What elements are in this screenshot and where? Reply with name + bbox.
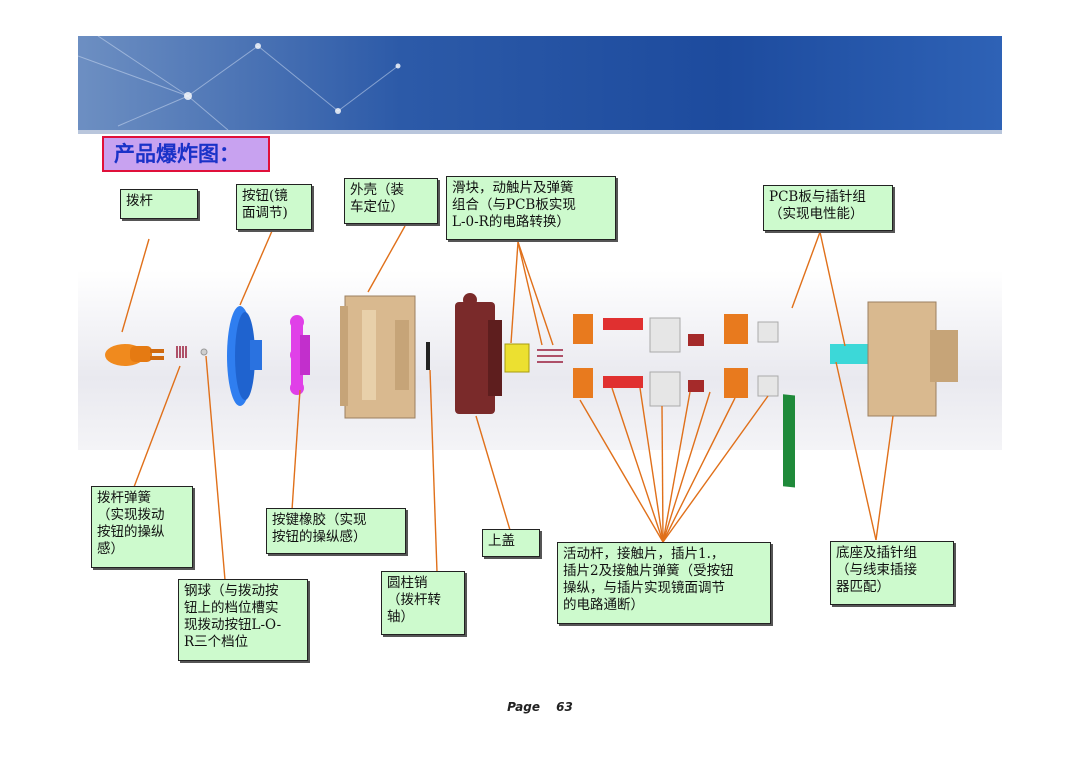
- steel-ball-part: [200, 348, 208, 356]
- label-base: 底座及插针组 （与线束插接 器匹配）: [830, 541, 954, 605]
- label-steel-ball: 钢球（与拨动按 钮上的档位槽实 现拨动按钮L-O- R三个档位: [178, 579, 308, 661]
- pcb-part: [783, 394, 795, 488]
- page-number: 63: [556, 700, 573, 714]
- pin-part: [426, 342, 430, 370]
- label-cover: 上盖: [482, 529, 540, 557]
- page-footer: Page 63: [0, 700, 1080, 714]
- label-rubber: 按键橡胶（实现 按钮的操纵感）: [266, 508, 406, 554]
- button-part: [227, 306, 262, 406]
- contact-group: [573, 314, 779, 407]
- rubber-part: [290, 315, 310, 395]
- spring-small: [176, 346, 187, 358]
- label-pin: 圆柱销 （拨杆转 轴）: [381, 571, 465, 635]
- label-lever: 拨杆: [120, 189, 198, 219]
- label-pcb: PCB板与插针组 （实现电性能）: [763, 185, 893, 231]
- housing-part: [340, 295, 416, 419]
- page-title: 产品爆炸图：: [102, 136, 270, 172]
- label-contacts: 活动杆，接触片，插片1.， 插片2及接触片弹簧（受按钮 操纵，与插片实现镜面调节…: [557, 542, 771, 624]
- label-housing: 外壳（装 车定位）: [344, 178, 438, 224]
- slider-part: [504, 343, 563, 373]
- label-button: 按钮(镜 面调节): [236, 184, 312, 230]
- page-word: Page: [507, 700, 540, 714]
- leader-lines: [121, 225, 894, 581]
- label-slider: 滑块，动触片及弹簧 组合（与PCB板实现 L-0-R的电路转换）: [446, 176, 616, 240]
- cover-part: [455, 293, 502, 414]
- banner-network-graphic: [78, 36, 401, 130]
- header-banner: [78, 36, 1002, 130]
- header-rule: [78, 130, 1002, 134]
- lever-part: [105, 344, 164, 366]
- base-part: [830, 301, 958, 417]
- label-lever-spring: 拨杆弹簧 （实现拨动 按钮的操纵 感）: [91, 486, 193, 568]
